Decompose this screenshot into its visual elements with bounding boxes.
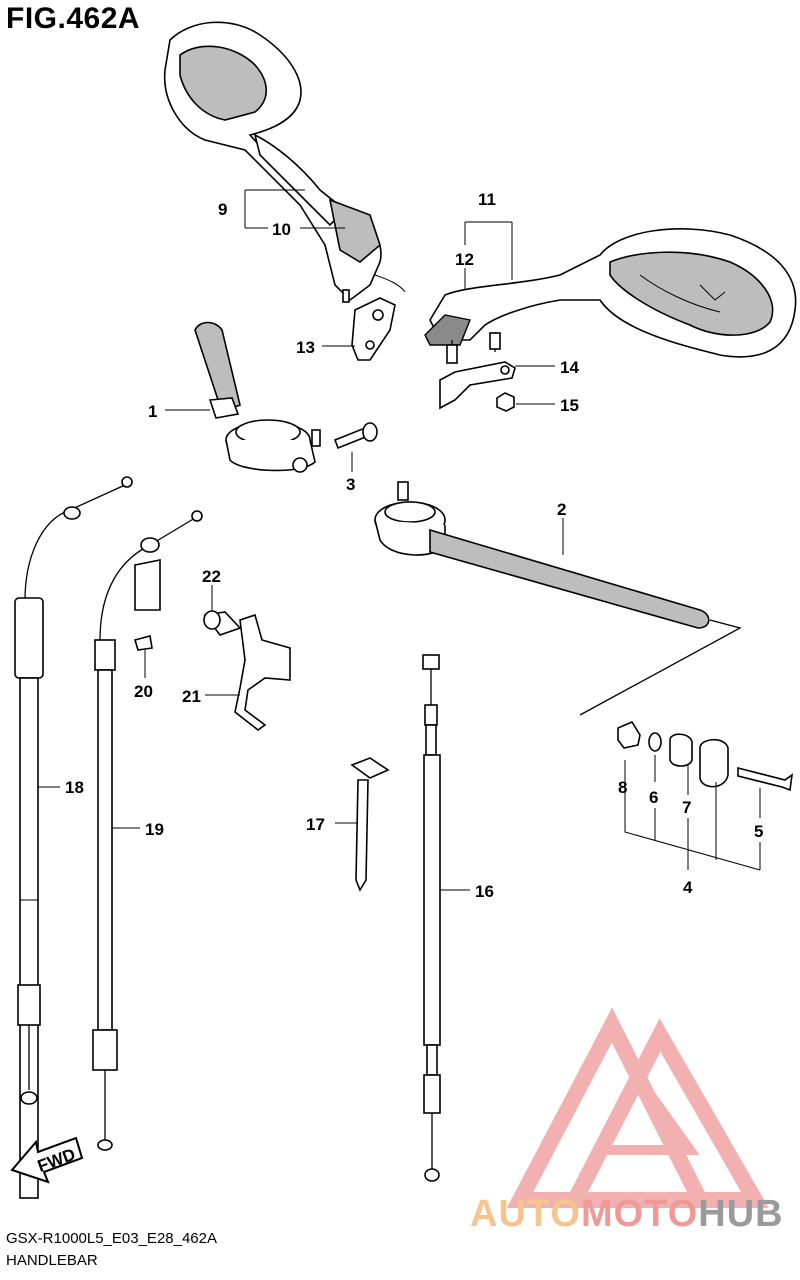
callout-13: 13 bbox=[296, 338, 315, 357]
callout-16: 16 bbox=[475, 882, 494, 901]
callout-19: 19 bbox=[145, 820, 164, 839]
nut-15 bbox=[496, 392, 515, 412]
callout-7: 7 bbox=[682, 798, 691, 817]
figure-title: FIG.462A bbox=[6, 2, 141, 35]
callout-3: 3 bbox=[346, 475, 355, 494]
throttle-cable-19 bbox=[92, 510, 203, 1151]
callout-9: 9 bbox=[218, 200, 227, 219]
watermark-auto: AUTO bbox=[470, 1193, 581, 1235]
watermark-text: AUTOMOTOHUB bbox=[470, 1193, 784, 1236]
watermark-moto: MOTO bbox=[580, 1193, 699, 1235]
bolt-3 bbox=[333, 422, 378, 450]
callout-1: 1 bbox=[148, 402, 157, 421]
left-handlebar-1 bbox=[194, 321, 321, 473]
callout-17: 17 bbox=[306, 815, 325, 834]
watermark-hub: HUB bbox=[698, 1193, 784, 1235]
footer-section-name: HANDLEBAR bbox=[6, 1252, 98, 1269]
callout-10: 10 bbox=[272, 220, 291, 239]
callout-12: 12 bbox=[455, 250, 474, 269]
callout-22: 22 bbox=[202, 567, 221, 586]
bar-end-parts bbox=[579, 619, 794, 792]
callout-8: 8 bbox=[618, 778, 627, 797]
bracket-14 bbox=[439, 361, 516, 410]
screw-22 bbox=[203, 610, 242, 636]
leader-lines bbox=[38, 189, 761, 891]
fwd-label: FWD bbox=[35, 1145, 78, 1176]
left-mirror-assembly bbox=[163, 21, 406, 303]
bracket-13 bbox=[351, 297, 396, 361]
clutch-cable-16 bbox=[422, 654, 441, 1182]
callout-2: 2 bbox=[557, 500, 566, 519]
callout-14: 14 bbox=[560, 358, 579, 377]
clamp-21 bbox=[234, 613, 291, 731]
callout-20: 20 bbox=[134, 682, 153, 701]
callout-6: 6 bbox=[649, 788, 658, 807]
fwd-arrow-icon: FWD bbox=[10, 1136, 84, 1184]
callout-21: 21 bbox=[182, 687, 201, 706]
watermark-logo bbox=[506, 1007, 769, 1208]
callout-15: 15 bbox=[560, 396, 579, 415]
callout-11: 11 bbox=[478, 190, 496, 209]
footer-model-code: GSX-R1000L5_E03_E28_462A bbox=[6, 1230, 217, 1247]
callout-5: 5 bbox=[754, 822, 763, 841]
callout-18: 18 bbox=[65, 778, 84, 797]
screw-20 bbox=[133, 635, 153, 651]
cable-tie-17 bbox=[350, 757, 390, 892]
right-mirror-assembly bbox=[424, 228, 797, 364]
right-handlebar-2 bbox=[374, 481, 710, 629]
callout-4: 4 bbox=[683, 878, 693, 897]
throttle-cable-18 bbox=[14, 476, 133, 1199]
